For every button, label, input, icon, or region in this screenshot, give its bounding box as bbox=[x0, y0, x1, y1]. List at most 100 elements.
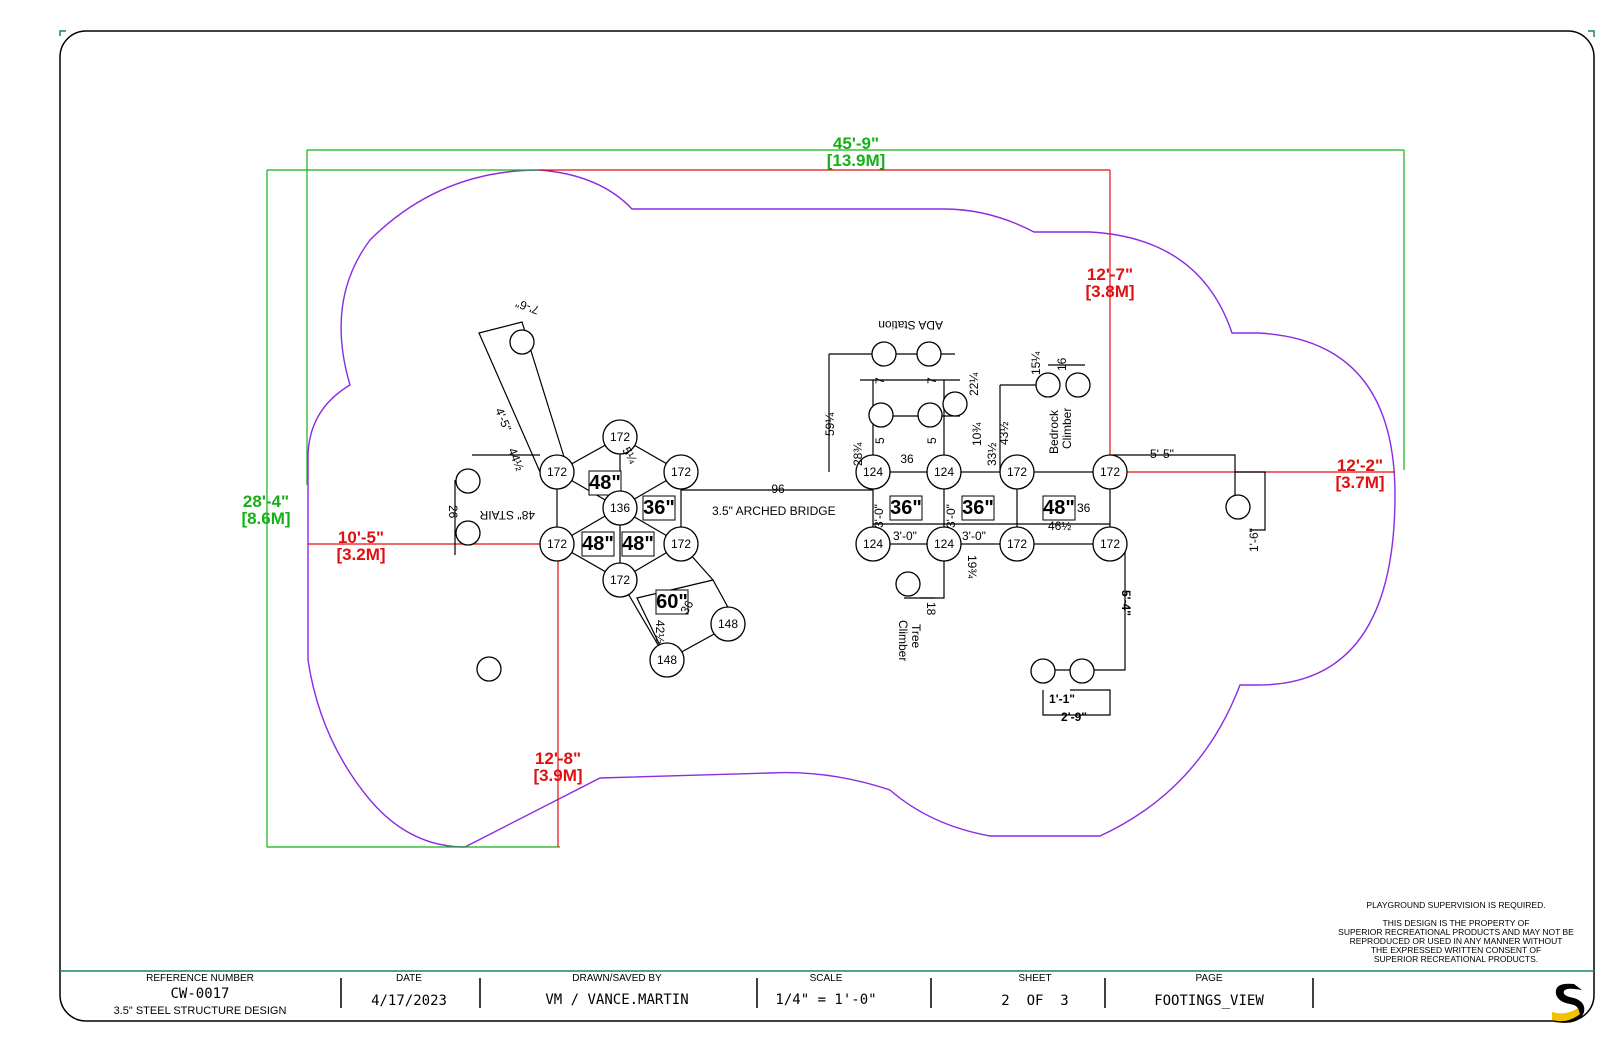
svg-text:36": 36" bbox=[890, 497, 922, 519]
post-footing: 172 bbox=[539, 454, 575, 490]
sheet-value: 2 OF 3 bbox=[1001, 993, 1068, 1009]
dim-text: 36 bbox=[677, 598, 696, 617]
left-offset-dimension: 10'-5" [3.2M] bbox=[308, 528, 558, 564]
dim-text: 4'-5" bbox=[492, 406, 514, 433]
post-footings: 172 172 172 136 172 172 172 148 148 124 … bbox=[539, 419, 1128, 678]
dim-text: 5 bbox=[873, 437, 887, 444]
play-area-outline bbox=[307, 169, 1396, 848]
reference-desc: 3.5" STEEL STRUCTURE DESIGN bbox=[114, 1005, 287, 1017]
svg-text:172: 172 bbox=[671, 537, 691, 551]
svg-text:172: 172 bbox=[610, 430, 630, 444]
dim-text: 33½ bbox=[985, 443, 999, 466]
bottom-offset-metric: [3.9M] bbox=[533, 766, 582, 785]
scale-value: 1/4" = 1'-0" bbox=[775, 992, 876, 1008]
dim-text: 19¾ bbox=[965, 555, 979, 579]
reference-value: CW-0017 bbox=[170, 986, 229, 1002]
dim-text: 1'-6" bbox=[1247, 528, 1261, 552]
svg-text:172: 172 bbox=[1007, 537, 1027, 551]
svg-text:172: 172 bbox=[547, 537, 567, 551]
property-note-line: SUPERIOR RECREATIONAL PRODUCTS AND MAY N… bbox=[1338, 927, 1574, 937]
footing-box: 36" bbox=[889, 495, 923, 521]
dim-text: 43½ bbox=[997, 422, 1011, 445]
dim-text: 36 bbox=[900, 452, 914, 466]
svg-text:124: 124 bbox=[863, 465, 883, 479]
bottom-offset-label: 12'-8" bbox=[535, 749, 581, 768]
dim-text: 3'-0" bbox=[944, 504, 958, 528]
dim-text: 3'-0" bbox=[893, 529, 917, 543]
svg-text:48": 48" bbox=[582, 533, 614, 555]
footing-box: 48" bbox=[581, 531, 615, 557]
svg-text:36": 36" bbox=[643, 497, 675, 519]
tree-climber-label: Climber bbox=[896, 620, 910, 661]
dim-text: 3'-0" bbox=[872, 504, 886, 528]
scale-label: SCALE bbox=[810, 973, 843, 984]
post-footing: 148 bbox=[710, 606, 746, 642]
overall-depth-label: 28'-4" bbox=[243, 492, 289, 511]
post-footing: 172 bbox=[1092, 526, 1128, 562]
post-footing: 172 bbox=[999, 526, 1035, 562]
small-footings bbox=[455, 329, 1251, 684]
footing-box: 48" bbox=[1042, 495, 1076, 521]
date-value: 4/17/2023 bbox=[371, 993, 447, 1009]
dim-text: 22¼ bbox=[967, 372, 981, 396]
post-footing: 136 bbox=[602, 490, 638, 526]
dim-text: 59¼ bbox=[823, 412, 837, 436]
overall-width-metric: [13.9M] bbox=[827, 151, 886, 170]
post-footing: 124 bbox=[855, 526, 891, 562]
svg-text:60": 60" bbox=[656, 591, 688, 613]
frame-corner-mark bbox=[59, 30, 1595, 37]
post-footing: 172 bbox=[602, 562, 638, 598]
post-footing: 172 bbox=[663, 454, 699, 490]
post-footing: 172 bbox=[663, 526, 699, 562]
right-offset-label: 12'-2" bbox=[1337, 456, 1383, 475]
post-footing: 148 bbox=[649, 642, 685, 678]
dim-text: 46½ bbox=[1048, 519, 1071, 533]
svg-text:48": 48" bbox=[1043, 497, 1075, 519]
svg-text:172: 172 bbox=[610, 573, 630, 587]
supervision-note: PLAYGROUND SUPERVISION IS REQUIRED. bbox=[1366, 900, 1545, 910]
sheet-border bbox=[59, 30, 1595, 1022]
svg-text:124: 124 bbox=[934, 465, 954, 479]
dim-text: 7'-6" bbox=[514, 296, 541, 317]
top-offset-metric: [3.8M] bbox=[1085, 282, 1134, 301]
sheet-label: SHEET bbox=[1018, 973, 1051, 984]
post-footing: 172 bbox=[539, 526, 575, 562]
footing-box: 60" bbox=[655, 589, 689, 615]
stair-label: 48" STAIR bbox=[479, 508, 535, 522]
svg-text:172: 172 bbox=[1100, 537, 1120, 551]
overall-depth-metric: [8.6M] bbox=[241, 509, 290, 528]
tree-label: Tree bbox=[909, 624, 923, 649]
overall-depth-dimension: 28'-4" [8.6M] bbox=[241, 169, 560, 848]
dim-text: 36 bbox=[1077, 501, 1091, 515]
dim-text: 5'-4" bbox=[1119, 590, 1133, 616]
top-offset-dimension: 12'-7" [3.8M] bbox=[540, 169, 1135, 472]
post-footing: 172 bbox=[602, 419, 638, 455]
svg-text:172: 172 bbox=[1100, 465, 1120, 479]
svg-text:124: 124 bbox=[934, 537, 954, 551]
superior-s-logo-icon bbox=[1552, 983, 1585, 1023]
overall-width-label: 45'-9" bbox=[833, 134, 879, 153]
svg-text:148: 148 bbox=[657, 653, 677, 667]
svg-text:124: 124 bbox=[863, 537, 883, 551]
drawn-label: DRAWN/SAVED BY bbox=[572, 973, 662, 984]
ada-station-label: ADA Station bbox=[878, 318, 943, 332]
structure-frame bbox=[454, 321, 1266, 716]
page-value: FOOTINGS_VIEW bbox=[1154, 993, 1264, 1009]
footing-box: 48" bbox=[621, 531, 655, 557]
bottom-offset-dimension: 12'-8" [3.9M] bbox=[533, 544, 583, 847]
right-offset-dimension: 12'-2" [3.7M] bbox=[1110, 456, 1395, 492]
date-label: DATE bbox=[396, 973, 422, 984]
svg-text:172: 172 bbox=[1007, 465, 1027, 479]
dim-text: 96 bbox=[771, 482, 785, 496]
dim-text: 15¼ bbox=[1029, 351, 1043, 375]
left-offset-label: 10'-5" bbox=[338, 528, 384, 547]
reference-label: REFERENCE NUMBER bbox=[146, 973, 254, 984]
svg-text:48": 48" bbox=[622, 533, 654, 555]
post-footing: 124 bbox=[926, 526, 962, 562]
dim-text: 10¾ bbox=[970, 422, 984, 446]
dim-text: 7 bbox=[925, 377, 939, 384]
post-footing: 172 bbox=[999, 454, 1035, 490]
top-offset-label: 12'-7" bbox=[1087, 265, 1133, 284]
footing-box: 36" bbox=[961, 495, 995, 521]
svg-text:172: 172 bbox=[671, 465, 691, 479]
